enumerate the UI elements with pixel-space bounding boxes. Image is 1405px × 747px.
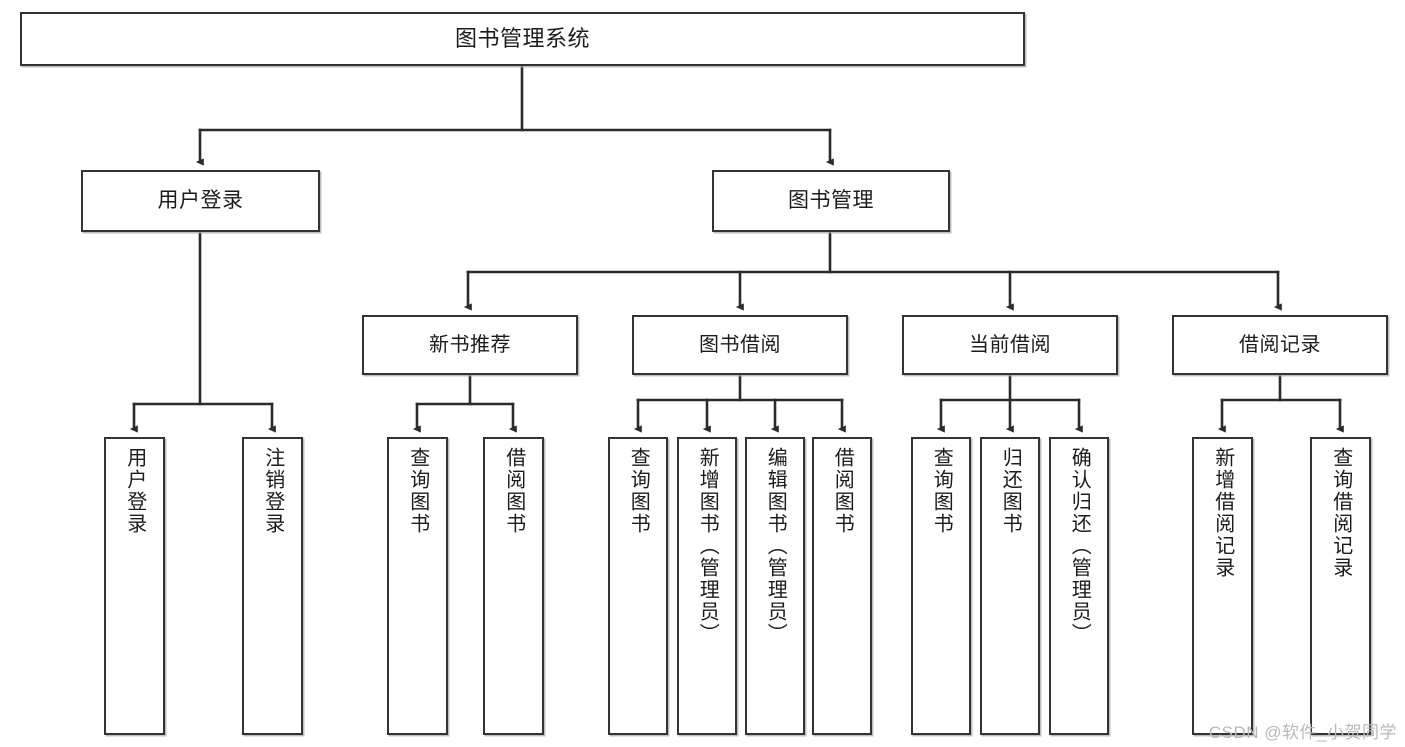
node-label: 确认归还（管理员） [1068,447,1091,645]
leaf-borrow-query-book[interactable]: 查询图书 [608,437,668,735]
node-label: 图书借阅 [699,334,781,356]
leaf-current-query-book[interactable]: 查询图书 [911,437,971,735]
watermark: CSDN @软件_小贺同学 [1208,723,1397,742]
leaf-user-login-login[interactable]: 用户登录 [104,437,165,735]
leaf-record-add-record[interactable]: 新增借阅记录 [1192,437,1253,735]
leaf-current-confirm-return-admin[interactable]: 确认归还（管理员） [1049,437,1109,735]
leaf-borrow-add-book-admin[interactable]: 新增图书（管理员） [677,437,737,735]
node-borrow-record[interactable]: 借阅记录 [1172,315,1388,375]
node-label: 查询图书 [930,447,953,535]
node-label: 查询图书 [406,447,429,535]
node-label: 借阅记录 [1239,334,1321,356]
leaf-recommend-query-book[interactable]: 查询图书 [387,437,448,735]
node-label: 查询图书 [627,447,650,535]
node-label: 图书管理系统 [454,25,590,51]
node-label: 归还图书 [999,447,1022,535]
leaf-recommend-borrow-book[interactable]: 借阅图书 [483,437,544,735]
node-label: 注销登录 [261,447,284,535]
node-label: 查询借阅记录 [1329,447,1352,579]
node-label: 新增借阅记录 [1211,447,1234,579]
node-label: 当前借阅 [969,334,1051,356]
node-label: 用户登录 [157,189,244,213]
leaf-record-query-record[interactable]: 查询借阅记录 [1310,437,1371,735]
node-label: 借阅图书 [831,447,854,535]
node-label: 图书管理 [788,189,874,213]
node-new-book-recommend[interactable]: 新书推荐 [362,315,578,375]
leaf-user-login-logout[interactable]: 注销登录 [242,437,303,735]
node-label: 编辑图书（管理员） [764,447,787,645]
node-label: 新增图书（管理员） [696,447,719,645]
node-label: 借阅图书 [502,447,525,535]
node-current-borrow[interactable]: 当前借阅 [902,315,1118,375]
node-book-management[interactable]: 图书管理 [712,170,950,232]
node-root-system[interactable]: 图书管理系统 [20,12,1025,66]
node-label: 新书推荐 [429,334,511,356]
leaf-borrow-borrow-book[interactable]: 借阅图书 [812,437,872,735]
node-user-login[interactable]: 用户登录 [81,170,320,232]
leaf-current-return-book[interactable]: 归还图书 [980,437,1040,735]
node-book-borrow[interactable]: 图书借阅 [632,315,848,375]
leaf-borrow-edit-book-admin[interactable]: 编辑图书（管理员） [745,437,805,735]
node-label: 用户登录 [123,447,146,535]
